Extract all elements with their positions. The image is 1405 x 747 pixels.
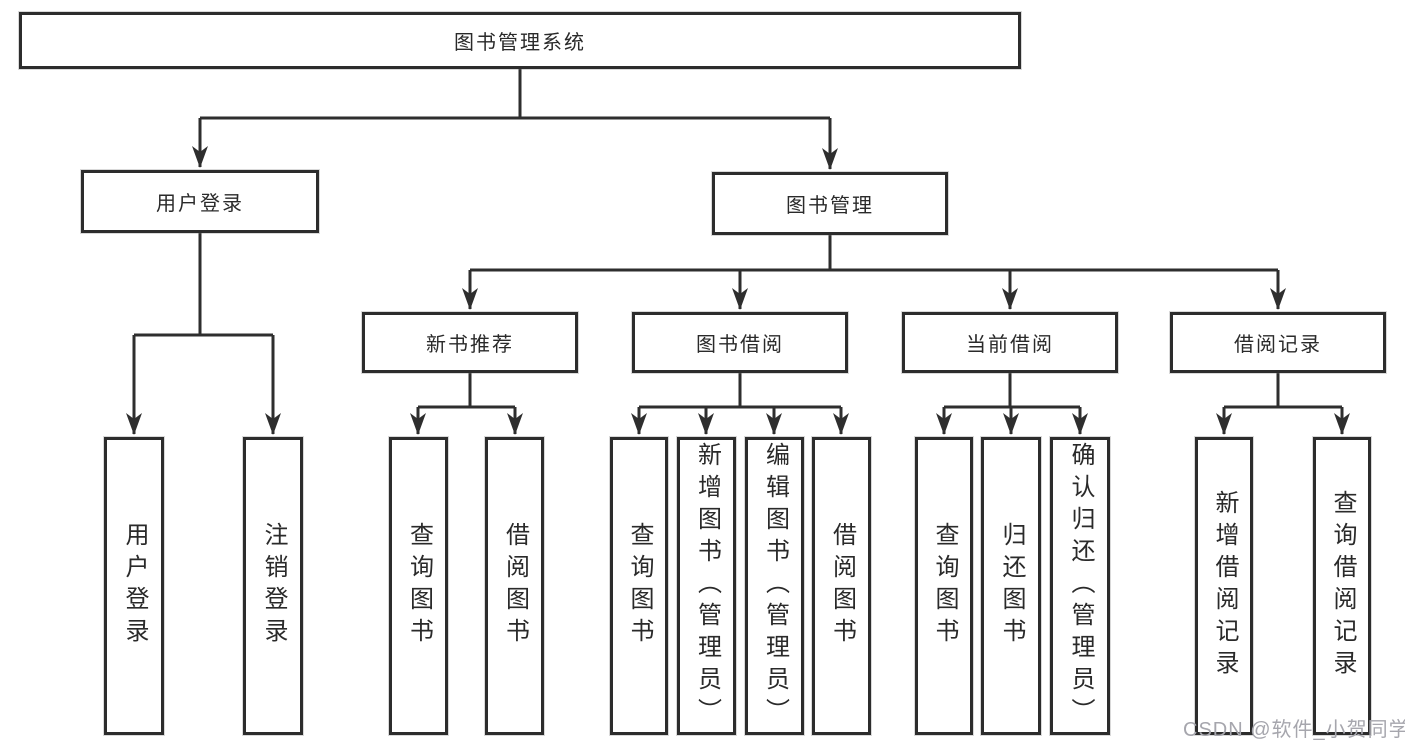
leaf-user-login-label: 用户登录 [121, 522, 148, 650]
node-borrow-records-label: 借阅记录 [1234, 334, 1322, 356]
node-user-login-label: 用户登录 [156, 193, 244, 215]
leaf-query-books-borrow-label: 查询图书 [626, 522, 653, 650]
leaf-confirm-return-admin-label: 确认归还（管理员） [1067, 442, 1094, 730]
leaf-user-login: 用户登录 [104, 437, 164, 735]
node-current-borrow-label: 当前借阅 [966, 334, 1054, 356]
connector-borrow-records [1216, 373, 1350, 435]
leaf-confirm-return-admin: 确认归还（管理员） [1050, 437, 1110, 735]
leaf-return-books-label: 归还图书 [998, 522, 1025, 650]
leaf-logout: 注销登录 [243, 437, 303, 735]
leaf-query-books-borrow: 查询图书 [610, 437, 668, 735]
leaf-edit-books-admin: 编辑图书（管理员） [745, 437, 804, 735]
connector-current-borrow [936, 373, 1088, 435]
connector-user-login [126, 233, 281, 435]
leaf-return-books: 归还图书 [981, 437, 1041, 735]
leaf-query-books-recommend-label: 查询图书 [405, 522, 433, 650]
watermark: CSDN @软件_小贺同学 [1183, 719, 1405, 741]
leaf-query-books-recommend: 查询图书 [389, 437, 448, 735]
leaf-add-borrow-record-label: 新增借阅记录 [1211, 490, 1238, 682]
leaf-query-borrow-record-label: 查询借阅记录 [1329, 490, 1356, 682]
leaf-query-books-current: 查询图书 [915, 437, 973, 735]
leaf-add-books-admin: 新增图书（管理员） [677, 437, 736, 735]
node-root: 图书管理系统 [19, 12, 1021, 69]
leaf-borrow-books-recommend-label: 借阅图书 [501, 522, 529, 650]
leaf-add-borrow-record: 新增借阅记录 [1195, 437, 1253, 735]
leaf-borrow-books-recommend: 借阅图书 [485, 437, 544, 735]
connector-book-borrow [631, 373, 849, 435]
node-current-borrow: 当前借阅 [902, 312, 1118, 373]
node-book-management: 图书管理 [712, 172, 948, 235]
node-new-book-recommend: 新书推荐 [362, 312, 578, 373]
leaf-edit-books-admin-label: 编辑图书（管理员） [761, 442, 789, 730]
leaf-borrow-books-label: 借阅图书 [828, 522, 856, 650]
node-book-borrow: 图书借阅 [632, 312, 848, 373]
node-book-management-label: 图书管理 [786, 195, 874, 217]
node-user-login: 用户登录 [81, 170, 319, 233]
node-borrow-records: 借阅记录 [1170, 312, 1386, 373]
connector-new-book-recommend [410, 373, 523, 435]
leaf-borrow-books: 借阅图书 [812, 437, 871, 735]
node-book-borrow-label: 图书借阅 [696, 334, 784, 356]
leaf-logout-label: 注销登录 [260, 522, 287, 650]
node-new-book-recommend-label: 新书推荐 [426, 334, 514, 356]
leaf-query-borrow-record: 查询借阅记录 [1313, 437, 1371, 735]
connector-root [192, 69, 838, 170]
leaf-query-books-current-label: 查询图书 [931, 522, 958, 650]
node-root-label: 图书管理系统 [454, 32, 586, 54]
connector-book-management [462, 235, 1286, 310]
leaf-add-books-admin-label: 新增图书（管理员） [693, 442, 721, 730]
